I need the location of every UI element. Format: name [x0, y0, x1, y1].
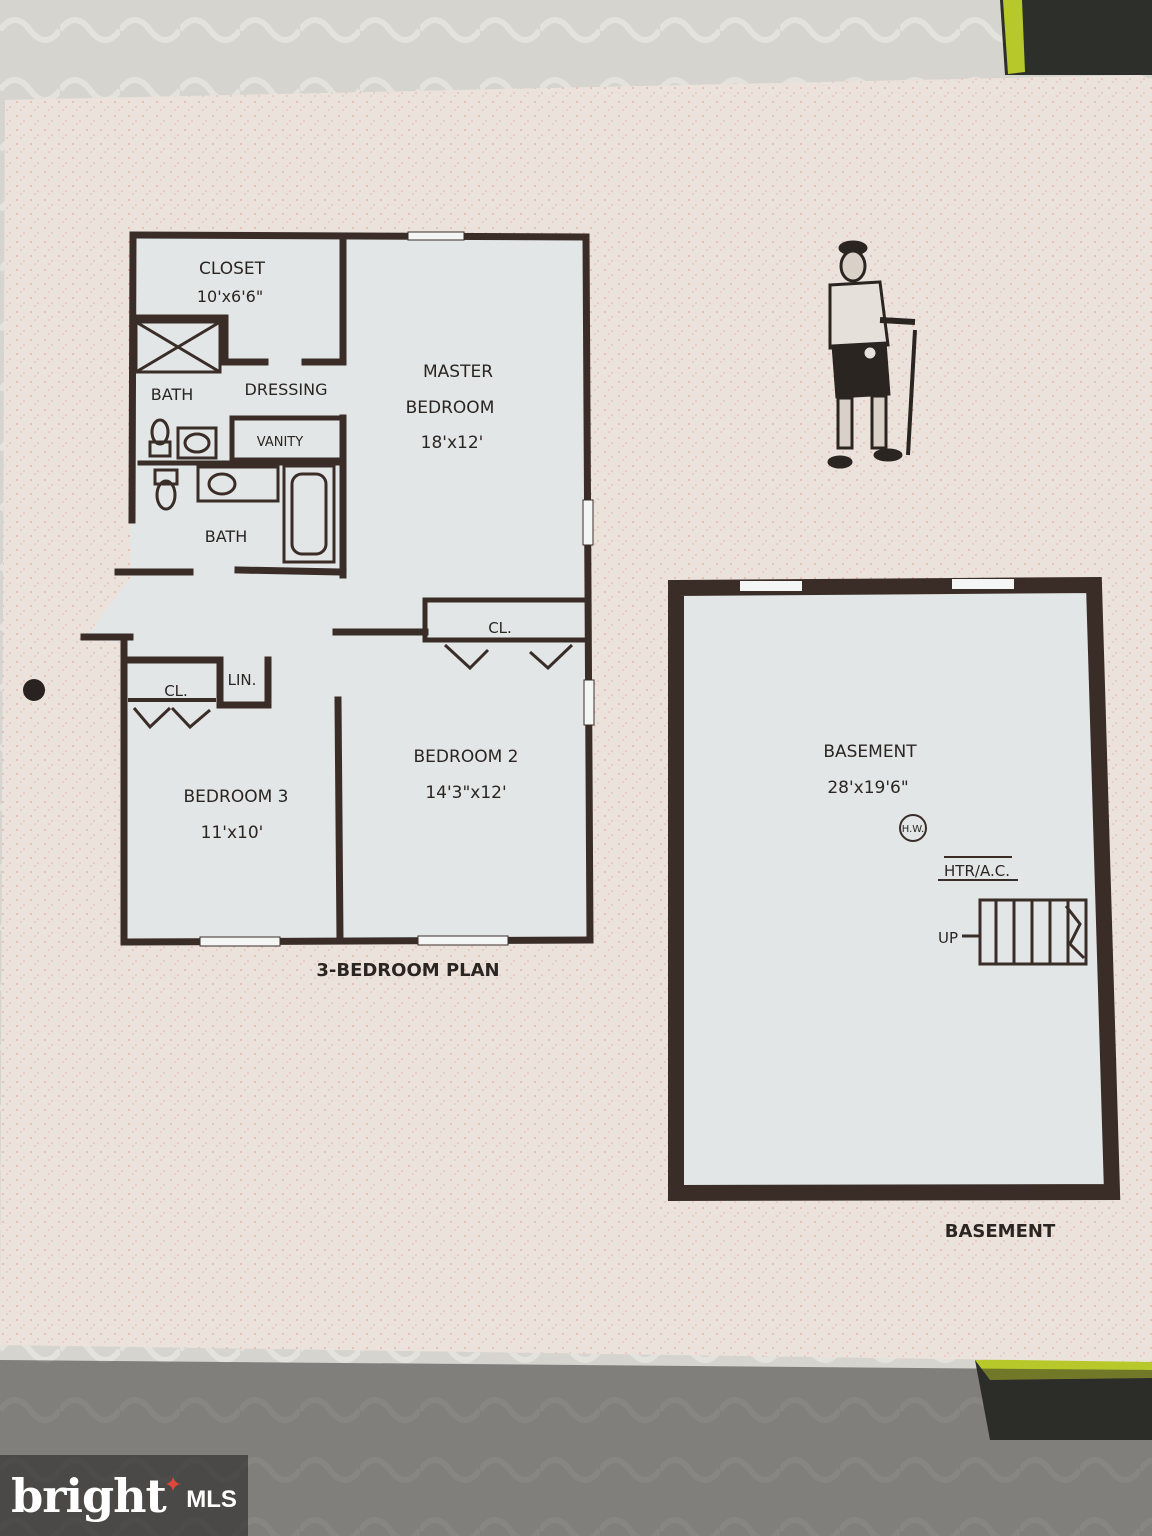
binder-top-trim — [1003, 0, 1025, 74]
spark-icon: ✦ — [163, 1471, 183, 1497]
bath-bottom-wall-right — [234, 566, 347, 576]
basement-room — [668, 576, 1121, 1202]
watermark-suffix: MLS — [186, 1485, 237, 1513]
bedroom3-label: BEDROOM 3 — [184, 787, 289, 807]
stairs-up-label: UP — [938, 929, 958, 947]
binder-hole — [23, 679, 45, 701]
windows — [199, 231, 595, 947]
scotsman-logo — [827, 240, 917, 469]
linen-label: LIN. — [228, 671, 257, 689]
dressing-label: DRESSING — [245, 380, 328, 399]
closet-cl-box — [422, 597, 586, 643]
closet-label: CLOSET — [199, 259, 266, 279]
basement-caption: BASEMENT — [945, 1221, 1056, 1242]
outer-wall-top — [129, 231, 590, 241]
outer-wall-bottom — [120, 936, 594, 946]
bath-fixtures — [148, 418, 336, 564]
closet-wall-bottom — [129, 314, 269, 366]
bath-upper-label: BATH — [151, 385, 193, 404]
bedroom2-size: 14'3"x12' — [425, 783, 506, 803]
bright-mls-watermark: bright ✦ MLS — [0, 1455, 248, 1536]
master-size: 18'x12' — [421, 433, 484, 453]
hvac-label: HTR/A.C. — [944, 862, 1010, 880]
basement-room-size: 28'x19'6" — [827, 778, 908, 798]
plan-interior — [84, 237, 590, 940]
plan-caption: 3-BEDROOM PLAN — [316, 960, 499, 981]
bedroom-divider — [334, 696, 344, 944]
outer-wall-left-upper — [128, 231, 137, 524]
vanity-label: VANITY — [257, 435, 303, 450]
water-heater-label: H.W. — [902, 824, 924, 835]
water-heater-icon — [899, 814, 927, 842]
closet-wall-right — [301, 233, 347, 366]
binder-top — [1000, 0, 1152, 75]
master-label-1: MASTER — [423, 362, 493, 382]
basement-room-label: BASEMENT — [823, 742, 917, 762]
closet-cl-lower: CL. — [164, 682, 188, 700]
bedroom2-label: BEDROOM 2 — [414, 747, 519, 767]
bath-lower-label: BATH — [205, 527, 247, 546]
closet-cl-upper: CL. — [488, 619, 512, 637]
closet-size: 10'x6'6" — [197, 287, 263, 306]
floor-plan-3-bedroom: CLOSET 10'x6'6" BATH DRESSING VANITY BAT… — [80, 231, 595, 981]
bedroom3-size: 11'x10' — [201, 823, 264, 843]
watermark-brand: bright — [11, 1468, 167, 1523]
basement-plan: BASEMENT 28'x19'6" H.W. HTR/A.C. UP BASE… — [668, 576, 1121, 1242]
shower-icon — [134, 320, 222, 374]
outer-wall-right — [582, 233, 594, 944]
stairs-icon — [962, 898, 1088, 966]
shadow-bottom — [0, 1360, 1152, 1536]
master-label-2: BEDROOM — [406, 398, 495, 418]
basement-windows — [740, 579, 1014, 591]
bedroom3-top-wall — [120, 656, 272, 709]
closet-door-swings — [132, 643, 574, 730]
